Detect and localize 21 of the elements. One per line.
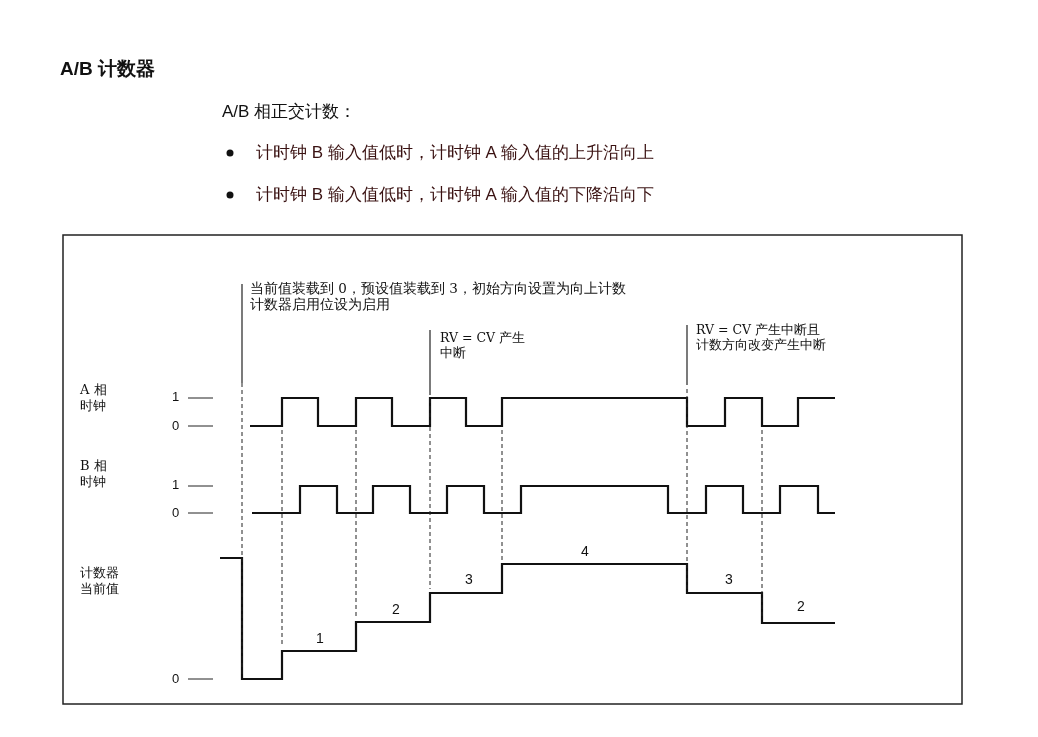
count-value: 3 <box>465 571 473 588</box>
level-label: 1 <box>172 477 180 493</box>
level-label: 0 <box>172 505 180 521</box>
level-label: 0 <box>172 671 180 687</box>
count-value: 2 <box>392 601 400 618</box>
count-value: 1 <box>316 630 324 647</box>
signal-label: 计数器当前值 <box>80 565 120 597</box>
signal-label: A 相时钟 <box>80 382 108 414</box>
section-heading: A/B 计数器 <box>60 58 155 81</box>
count-value: 4 <box>581 543 589 560</box>
bullet-text: 计时钟 B 输入值低时，计时钟 A 输入值的上升沿向上 <box>256 143 654 164</box>
annotation-text: RV = CV 产生中断 <box>440 330 526 360</box>
count-value: 2 <box>797 598 805 615</box>
level-label: 1 <box>172 389 180 405</box>
intro-text: A/B 相正交计数： <box>222 102 357 123</box>
annotation-text: RV = CV 产生中断且计数方向改变产生中断 <box>696 322 827 352</box>
bullet-text: 计时钟 B 输入值低时，计时钟 A 输入值的下降沿向下 <box>256 185 654 206</box>
count-value: 3 <box>725 571 733 588</box>
annotation-text: 当前值装载到 0，预设值装载到 3，初始方向设置为向上计数计数器启用位设为启用 <box>250 280 627 313</box>
level-label: 0 <box>172 418 180 434</box>
signal-label: B 相时钟 <box>80 458 108 490</box>
